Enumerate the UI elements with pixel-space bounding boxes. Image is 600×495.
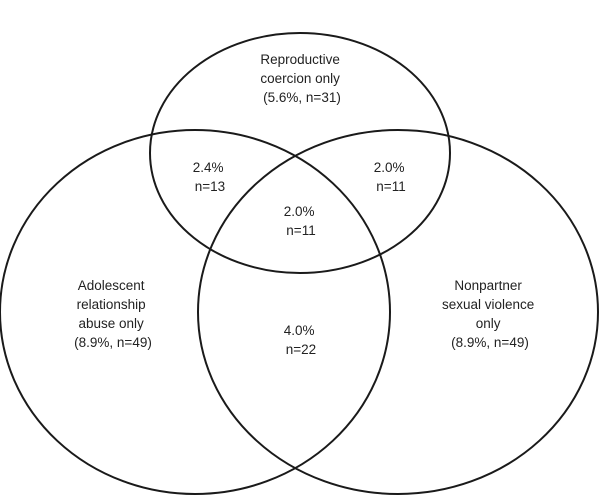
label-line: Adolescent xyxy=(78,278,145,293)
nonpartner-sexual-violence-label: Nonpartner sexual violence only (8.9%, n… xyxy=(442,278,538,350)
adolescent-relationship-abuse-label: Adolescent relationship abuse only (8.9%… xyxy=(74,278,152,350)
rc-ara-intersection-label: 2.4% n=13 xyxy=(193,160,228,194)
label-line: sexual violence xyxy=(442,297,534,312)
intersection-count: n=22 xyxy=(286,342,316,357)
label-line: coercion only xyxy=(260,71,340,86)
intersection-percent: 2.4% xyxy=(193,160,224,175)
reproductive-coercion-circle xyxy=(149,32,451,274)
label-line: Nonpartner xyxy=(454,278,522,293)
label-line: relationship xyxy=(77,297,146,312)
intersection-percent: 4.0% xyxy=(284,323,315,338)
label-line: Reproductive xyxy=(260,52,340,67)
label-line: (8.9%, n=49) xyxy=(74,335,152,350)
label-line: (8.9%, n=49) xyxy=(451,335,529,350)
nonpartner-sexual-violence-circle xyxy=(197,129,599,495)
all-three-intersection-label: 2.0% n=11 xyxy=(284,204,319,238)
intersection-percent: 2.0% xyxy=(374,160,405,175)
label-line: (5.6%, n=31) xyxy=(263,90,341,105)
intersection-count: n=11 xyxy=(376,179,405,194)
label-line: abuse only xyxy=(78,316,144,331)
label-line: only xyxy=(476,316,501,331)
intersection-count: n=11 xyxy=(286,223,315,238)
ara-nsv-intersection-label: 4.0% n=22 xyxy=(284,323,319,357)
intersection-count: n=13 xyxy=(195,179,225,194)
reproductive-coercion-label: Reproductive coercion only (5.6%, n=31) xyxy=(260,52,343,105)
rc-nsv-intersection-label: 2.0% n=11 xyxy=(374,160,409,194)
adolescent-relationship-abuse-circle xyxy=(0,129,391,495)
intersection-percent: 2.0% xyxy=(284,204,315,219)
